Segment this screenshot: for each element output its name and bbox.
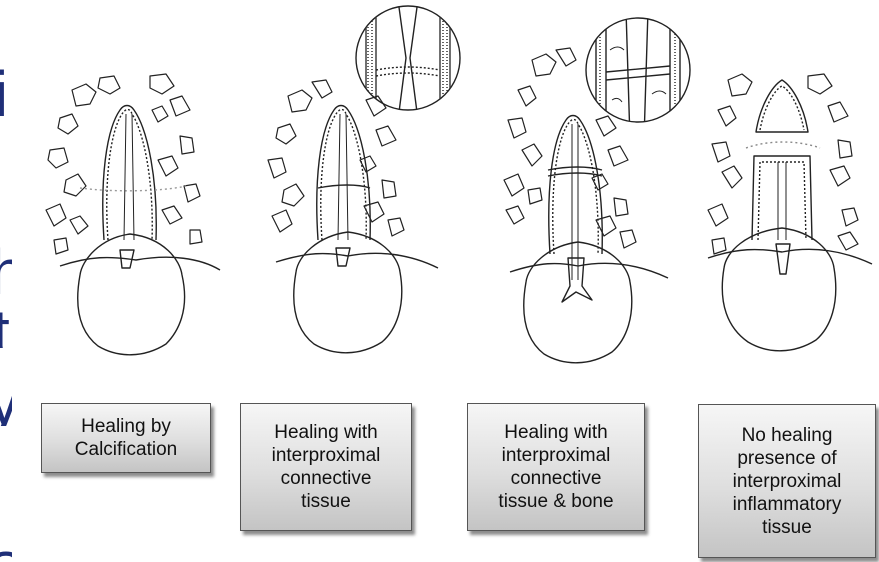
crown-outline bbox=[722, 228, 836, 351]
crown-outline bbox=[78, 234, 185, 355]
bone-fragments bbox=[268, 80, 404, 236]
root-outline bbox=[549, 116, 602, 255]
crown-outline bbox=[294, 232, 402, 353]
fracture-line bbox=[318, 185, 370, 188]
fracture-line bbox=[548, 167, 602, 176]
caption-healing-connective-tissue: Healing with interproximal connective ti… bbox=[240, 403, 412, 531]
magnified-inset-circle bbox=[586, 10, 690, 140]
inflammatory-gap bbox=[746, 142, 820, 148]
root-outline bbox=[103, 106, 156, 241]
slide-text-fragment-1: i bbox=[0, 62, 16, 128]
bone-fragments bbox=[708, 74, 858, 254]
caption-no-healing: No healing presence of interproximal inf… bbox=[698, 404, 876, 558]
slide-text-fragment-5: s bbox=[0, 532, 12, 562]
slide-text-fragment-2: h bbox=[0, 240, 12, 302]
root-illustration-no-healing bbox=[698, 60, 878, 370]
root-illustration-calcification bbox=[40, 70, 230, 370]
root-outline bbox=[317, 106, 370, 241]
caption-healing-by-calcification: Healing by Calcification bbox=[41, 403, 211, 473]
caption-healing-connective-tissue-bone: Healing with interproximal connective ti… bbox=[467, 403, 645, 531]
slide-text-fragment-4: y bbox=[0, 370, 12, 426]
magnified-inset-circle bbox=[356, 0, 460, 120]
root-illustration-connective-tissue bbox=[248, 0, 468, 372]
slide-text-fragment-3: t bbox=[0, 300, 12, 348]
coronal-fragment bbox=[756, 80, 808, 132]
root-illustration-connective-tissue-bone bbox=[492, 10, 692, 370]
